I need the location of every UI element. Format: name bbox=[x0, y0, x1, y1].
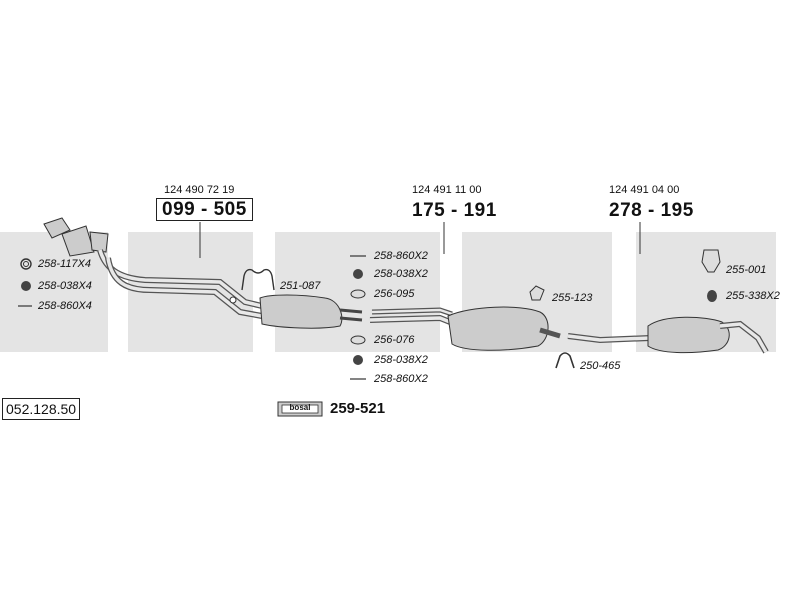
accessory-label: 258-117X4 bbox=[38, 258, 92, 270]
mounting-kit-brand: bosal bbox=[289, 403, 311, 412]
oem-number-3: 124 491 04 00 bbox=[609, 184, 680, 196]
rubber-hanger-icon bbox=[701, 249, 721, 273]
oem-number-1: 124 490 72 19 bbox=[164, 184, 235, 196]
accessory-label: 255-338X2 bbox=[726, 290, 780, 302]
hanger-label: 255-123 bbox=[552, 292, 593, 304]
accessory-label: 258-860X2 bbox=[374, 373, 428, 385]
part-number-2: 175 - 191 bbox=[412, 200, 497, 221]
ring-icon bbox=[350, 289, 366, 299]
rubber-mount-icon bbox=[353, 355, 363, 365]
part-number-3: 278 - 195 bbox=[609, 200, 694, 221]
accessory-label: 258-860X2 bbox=[374, 250, 428, 262]
mounting-kit-part: 259-521 bbox=[330, 400, 386, 417]
accessory-label: 258-038X2 bbox=[374, 268, 428, 280]
oem-number-2: 124 491 11 00 bbox=[412, 184, 482, 196]
rubber-mount-icon bbox=[353, 269, 363, 279]
clamp-label: 251-087 bbox=[280, 280, 321, 292]
accessory-label: 256-095 bbox=[374, 288, 415, 300]
accessory-label: 258-038X4 bbox=[38, 280, 92, 292]
gasket-ring-icon bbox=[20, 258, 32, 270]
ring-icon bbox=[350, 335, 366, 345]
rear-silencer bbox=[567, 316, 769, 354]
clamp-icon bbox=[241, 268, 275, 291]
rubber-mount-icon bbox=[21, 281, 31, 291]
catalog-number: 052.128.50 bbox=[2, 398, 81, 420]
accessory-label: 258-860X4 bbox=[38, 300, 92, 312]
accessory-label: 255-001 bbox=[726, 264, 767, 276]
middle-silencer bbox=[369, 306, 561, 351]
ring-icon bbox=[707, 290, 717, 302]
part-number-1: 099 - 505 bbox=[156, 198, 253, 221]
accessory-label: 258-038X2 bbox=[374, 354, 428, 366]
hanger-icon bbox=[529, 285, 545, 301]
accessory-label: 256-076 bbox=[374, 334, 415, 346]
front-pipe-catalyst bbox=[43, 217, 363, 329]
u-clamp-icon bbox=[555, 352, 575, 369]
u-clamp-label: 250-465 bbox=[580, 360, 621, 372]
